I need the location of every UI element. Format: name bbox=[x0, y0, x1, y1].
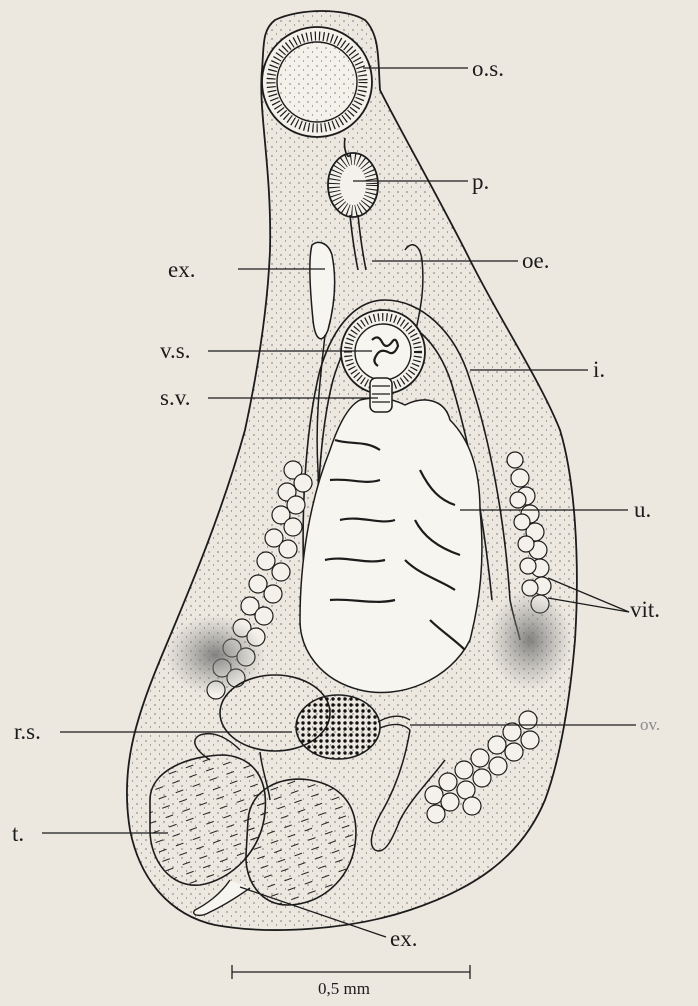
ventral-sucker-lumen bbox=[355, 324, 411, 380]
label-oral-sucker: o.s. bbox=[472, 57, 504, 80]
label-uterus: u. bbox=[634, 498, 651, 521]
label-receptaculum: r.s. bbox=[14, 720, 41, 743]
ovary bbox=[296, 695, 380, 759]
label-oesophagus: oe. bbox=[522, 249, 549, 272]
label-intestine: i. bbox=[593, 358, 605, 381]
label-seminal-vesicle: s.v. bbox=[160, 386, 190, 409]
seminal-vesicle bbox=[370, 378, 392, 412]
smudge-right bbox=[488, 590, 572, 690]
label-ventral-sucker: v.s. bbox=[160, 339, 190, 362]
label-testis: t. bbox=[12, 822, 24, 845]
scale-bar-label: 0,5 mm bbox=[318, 980, 370, 997]
label-ovary: ov. bbox=[640, 716, 660, 733]
label-excretory-upper: ex. bbox=[168, 258, 195, 281]
label-pharynx: p. bbox=[472, 170, 489, 193]
oral-sucker-lumen bbox=[277, 42, 357, 122]
label-vitellaria: vit. bbox=[630, 598, 660, 621]
label-excretory-lower: ex. bbox=[390, 927, 417, 950]
